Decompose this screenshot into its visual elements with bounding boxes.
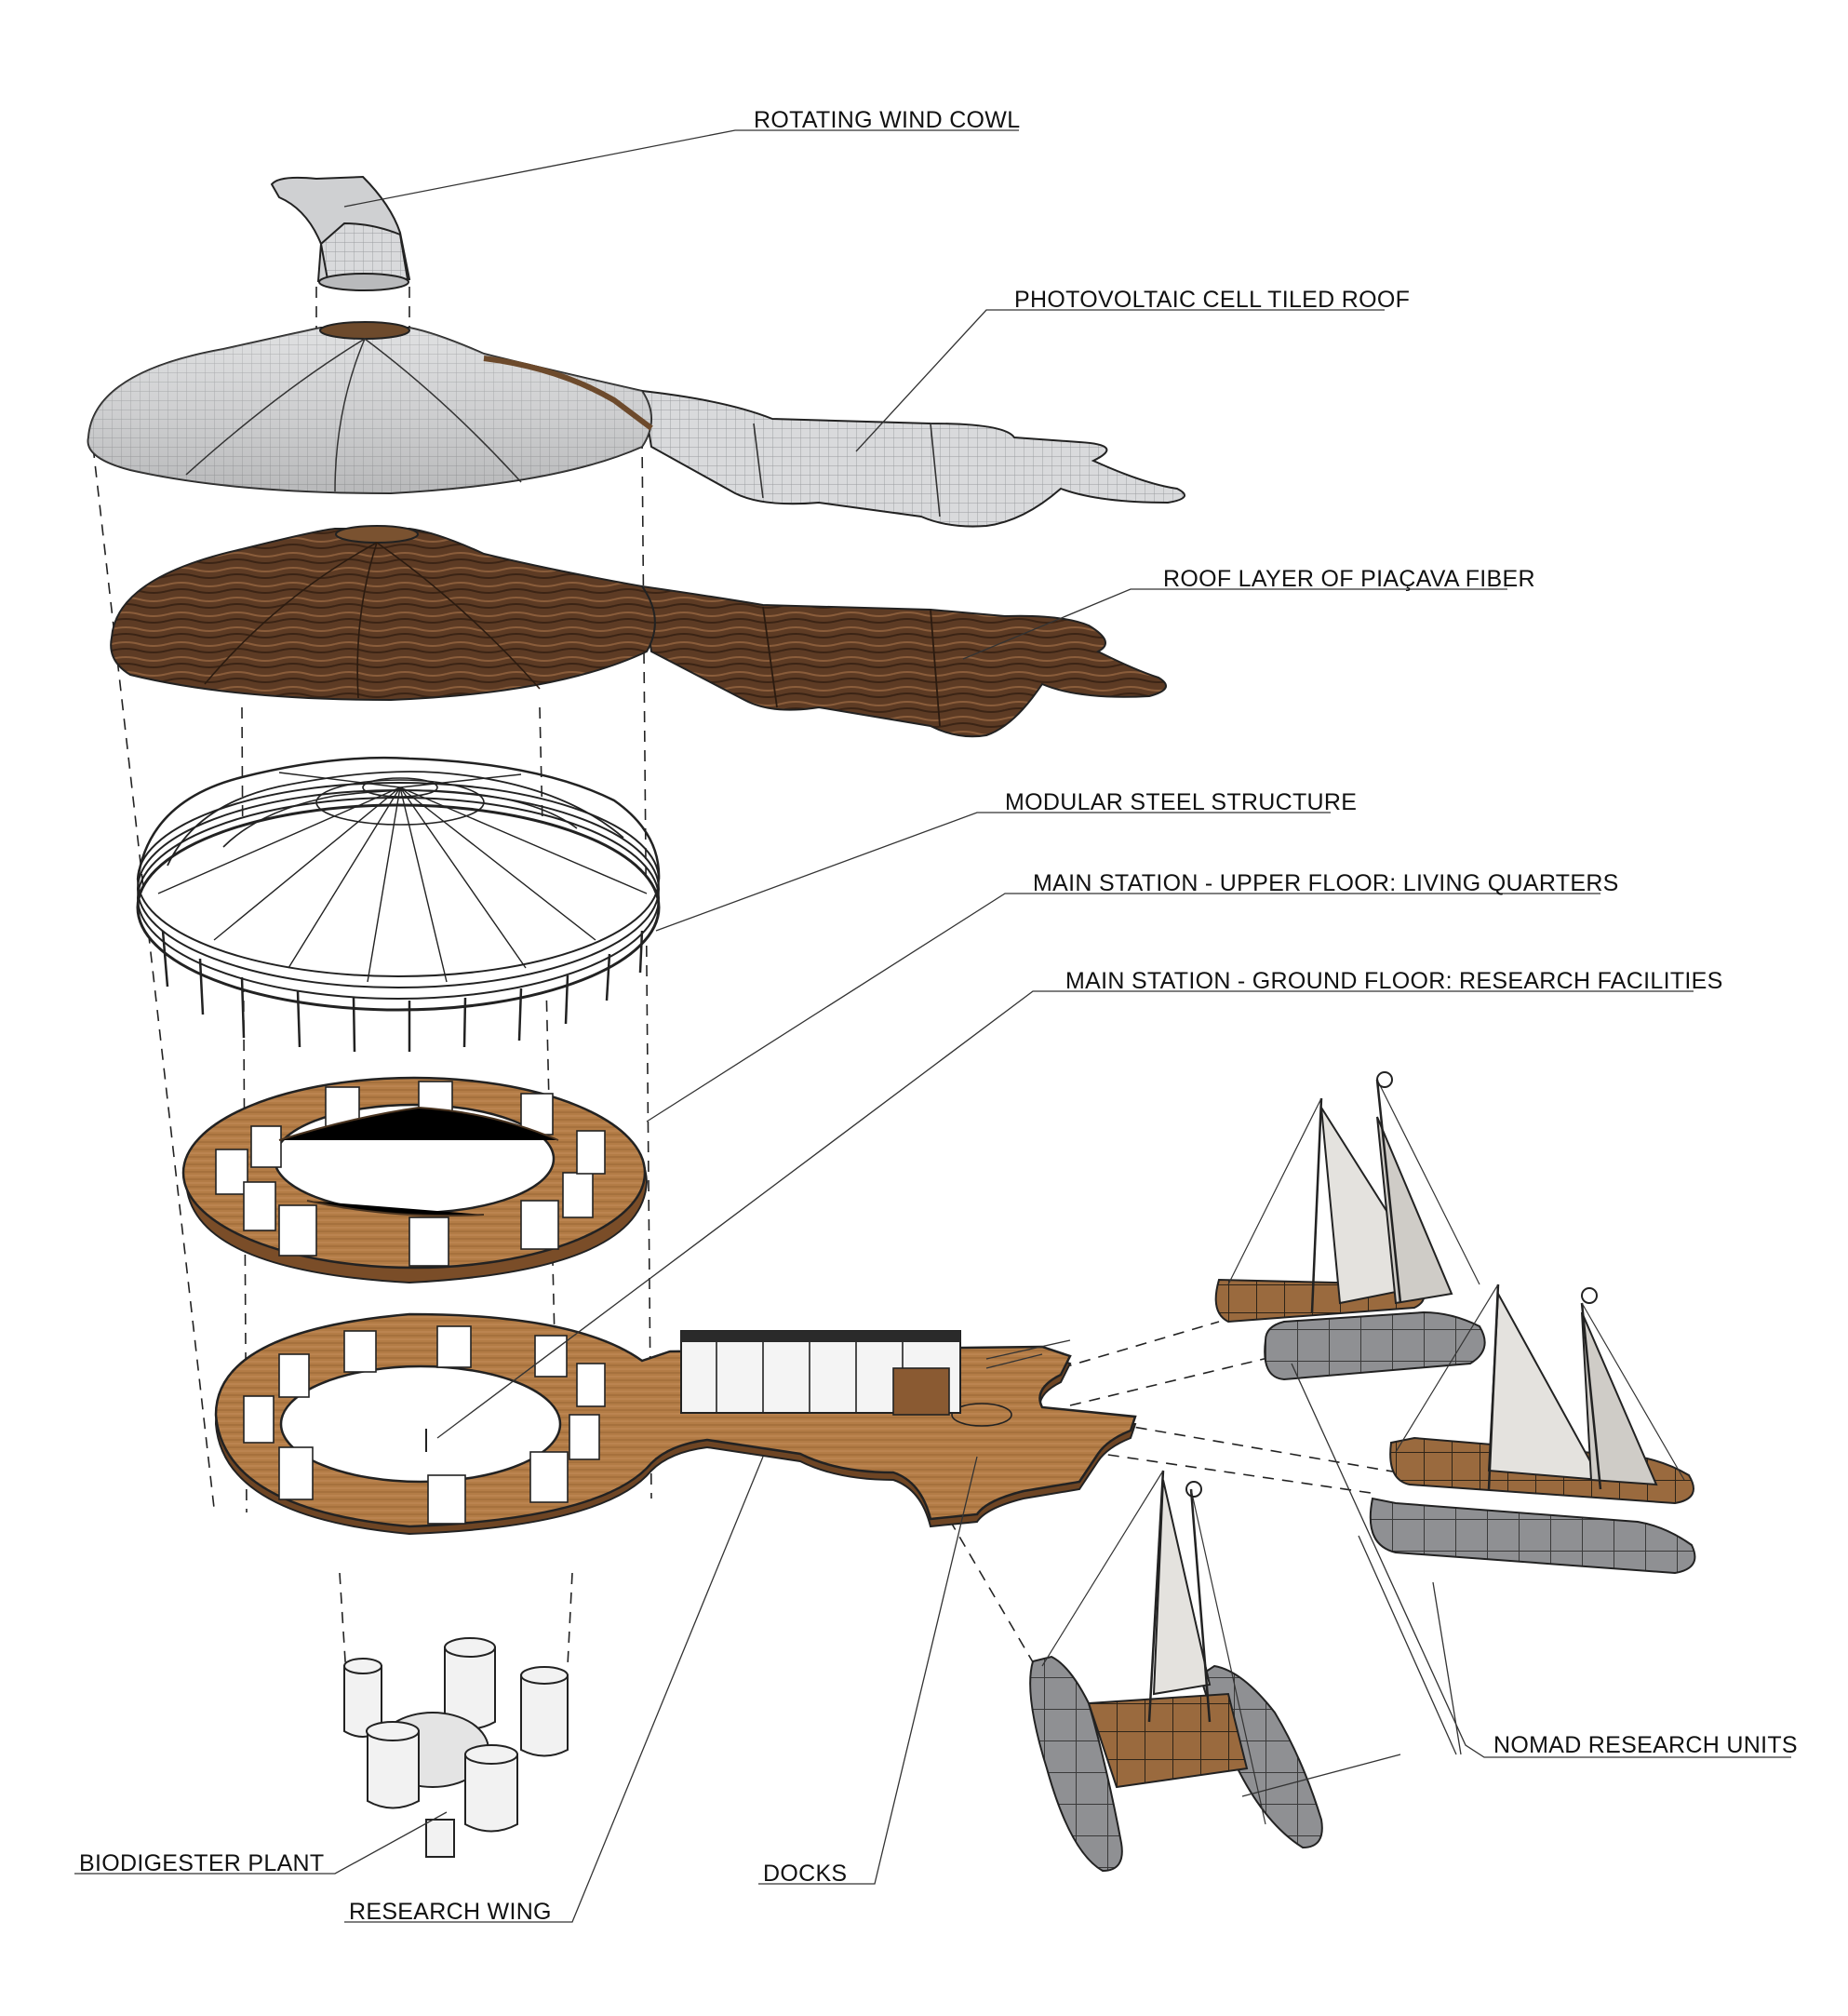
upper-floor-ring	[181, 1076, 649, 1284]
nomad-unit-right	[1369, 1284, 1696, 1575]
photovoltaic-roof	[87, 321, 1185, 528]
nomad-unit-top	[1214, 1071, 1486, 1381]
biodigester-plant	[343, 1637, 569, 1858]
label-ground-floor: MAIN STATION - GROUND FLOOR: RESEARCH FA…	[1065, 968, 1723, 994]
label-docks: DOCKS	[763, 1861, 847, 1887]
research-wing-block	[680, 1330, 961, 1416]
wind-cowl	[270, 175, 411, 291]
label-biodigester-plant: BIODIGESTER PLANT	[79, 1850, 325, 1876]
label-upper-floor: MAIN STATION - UPPER FLOOR: LIVING QUART…	[1033, 870, 1619, 896]
label-photovoltaic-roof: PHOTOVOLTAIC CELL TILED ROOF	[1014, 287, 1410, 313]
label-rotating-wind-cowl: ROTATING WIND COWL	[754, 107, 1020, 133]
labels: ROTATING WIND COWL PHOTOVOLTAIC CELL TIL…	[79, 107, 1798, 1925]
label-modular-steel-structure: MODULAR STEEL STRUCTURE	[1005, 789, 1357, 815]
leader-lines	[74, 129, 1791, 1923]
modular-steel-structure	[136, 756, 661, 1053]
ground-floor-platform	[214, 1312, 1137, 1536]
label-nomad-research-units: NOMAD RESEARCH UNITS	[1493, 1732, 1798, 1758]
label-piacava-fiber-roof: ROOF LAYER OF PIAÇAVA FIBER	[1163, 566, 1535, 592]
piacava-fiber-roof	[110, 525, 1167, 738]
label-research-wing: RESEARCH WING	[349, 1899, 552, 1925]
nomad-unit-bottom	[1029, 1470, 1323, 1873]
